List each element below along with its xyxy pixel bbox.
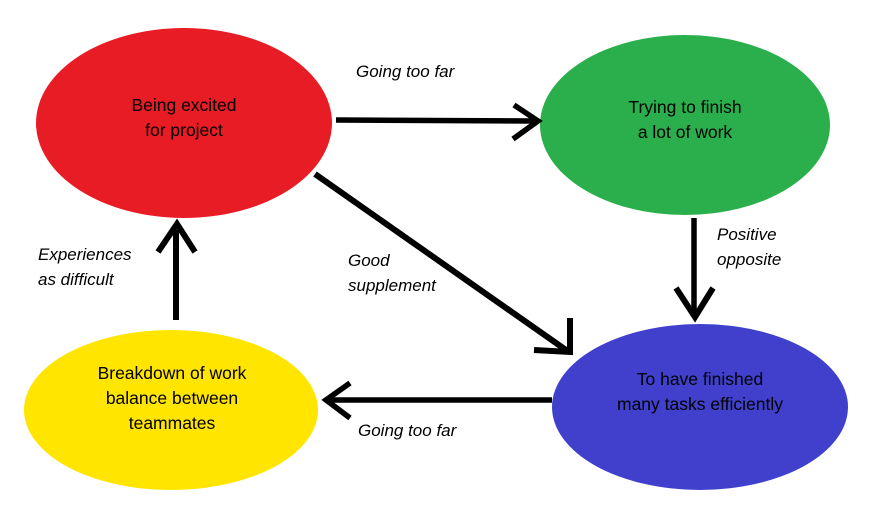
arrow-experiences-as-difficult	[155, 218, 198, 320]
edge-label-experiences-as-difficult: Experiences as difficult	[38, 245, 132, 289]
edge-label-going-too-far-top: Going too far	[356, 62, 455, 81]
edge-label-good-supplement: Good supplement	[348, 251, 436, 295]
node-shape-to-have-finished-many-tasks-efficiently[interactable]	[552, 324, 848, 490]
edge-label-going-too-far-bottom: Going too far	[358, 421, 457, 440]
edge-label-positive-opposite: Positive opposite	[717, 225, 782, 269]
arrow-positive-opposite	[673, 218, 716, 323]
node-shape-breakdown-of-work-balance-between-teammates[interactable]	[24, 330, 318, 490]
node-shape-being-excited-for-project[interactable]	[36, 28, 332, 218]
arrow-good-supplement	[313, 171, 573, 356]
arrow-going-too-far-bottom	[321, 380, 552, 421]
arrow-going-too-far-top	[335, 102, 543, 142]
node-shape-trying-to-finish-a-lot-of-work[interactable]	[540, 35, 830, 215]
